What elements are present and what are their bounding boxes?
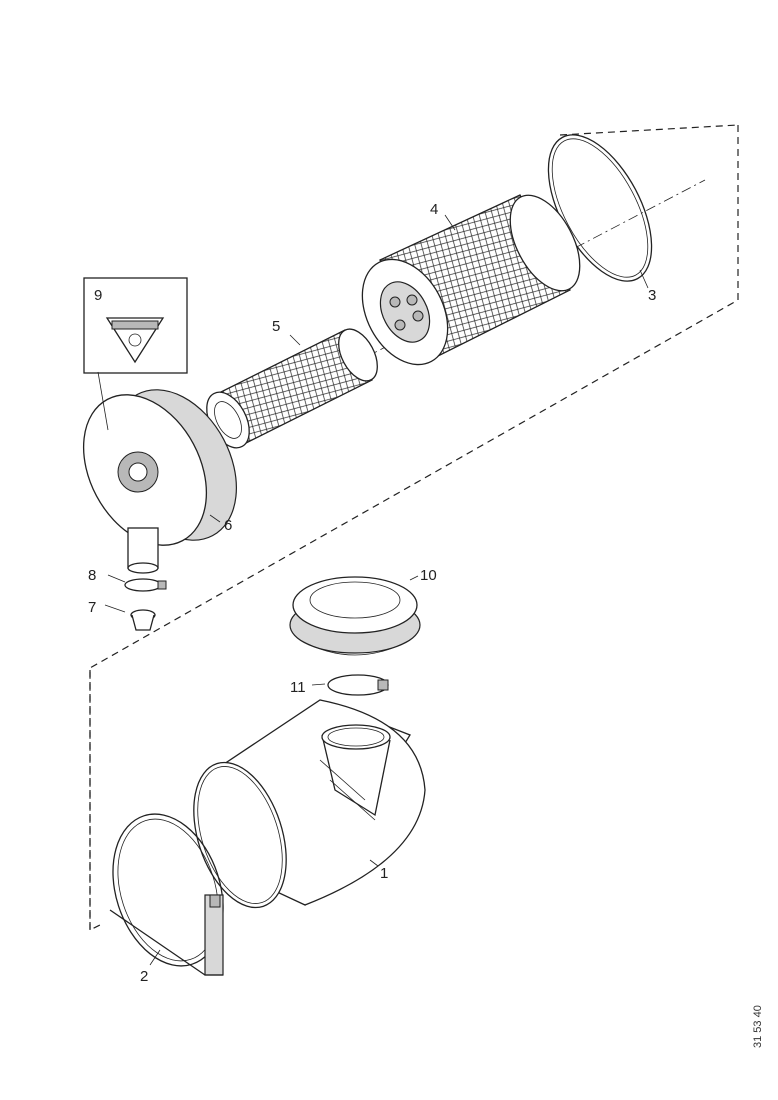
inset-number: 9 — [94, 287, 102, 304]
filter-housing-part — [193, 699, 426, 909]
callout-3: 3 — [648, 287, 656, 304]
main-filter-element-part — [361, 194, 581, 366]
callout-11: 11 — [290, 679, 306, 696]
precleaner-cap-part — [289, 576, 421, 656]
reference-code: 31 53 40 — [752, 1005, 764, 1048]
safety-filter-part — [206, 328, 378, 449]
vacuator-valve-part — [130, 609, 156, 631]
boundary-upper — [89, 124, 739, 930]
hose-clamp-part — [124, 578, 167, 592]
callout-8: 8 — [88, 567, 96, 584]
boundary-lower — [89, 670, 101, 931]
callout-1: 1 — [380, 865, 388, 882]
callout-5: 5 — [272, 318, 280, 335]
callout-4: 4 — [430, 201, 438, 218]
callout-2: 2 — [140, 968, 148, 985]
inlet-clamp-part — [327, 674, 389, 696]
inset-warning-label — [83, 277, 188, 431]
mounting-band-part — [109, 813, 224, 976]
leader-lines — [104, 214, 649, 966]
callout-7: 7 — [88, 599, 96, 616]
callout-10: 10 — [420, 567, 437, 584]
callout-6: 6 — [224, 517, 232, 534]
outlet-cover-part — [82, 389, 237, 574]
